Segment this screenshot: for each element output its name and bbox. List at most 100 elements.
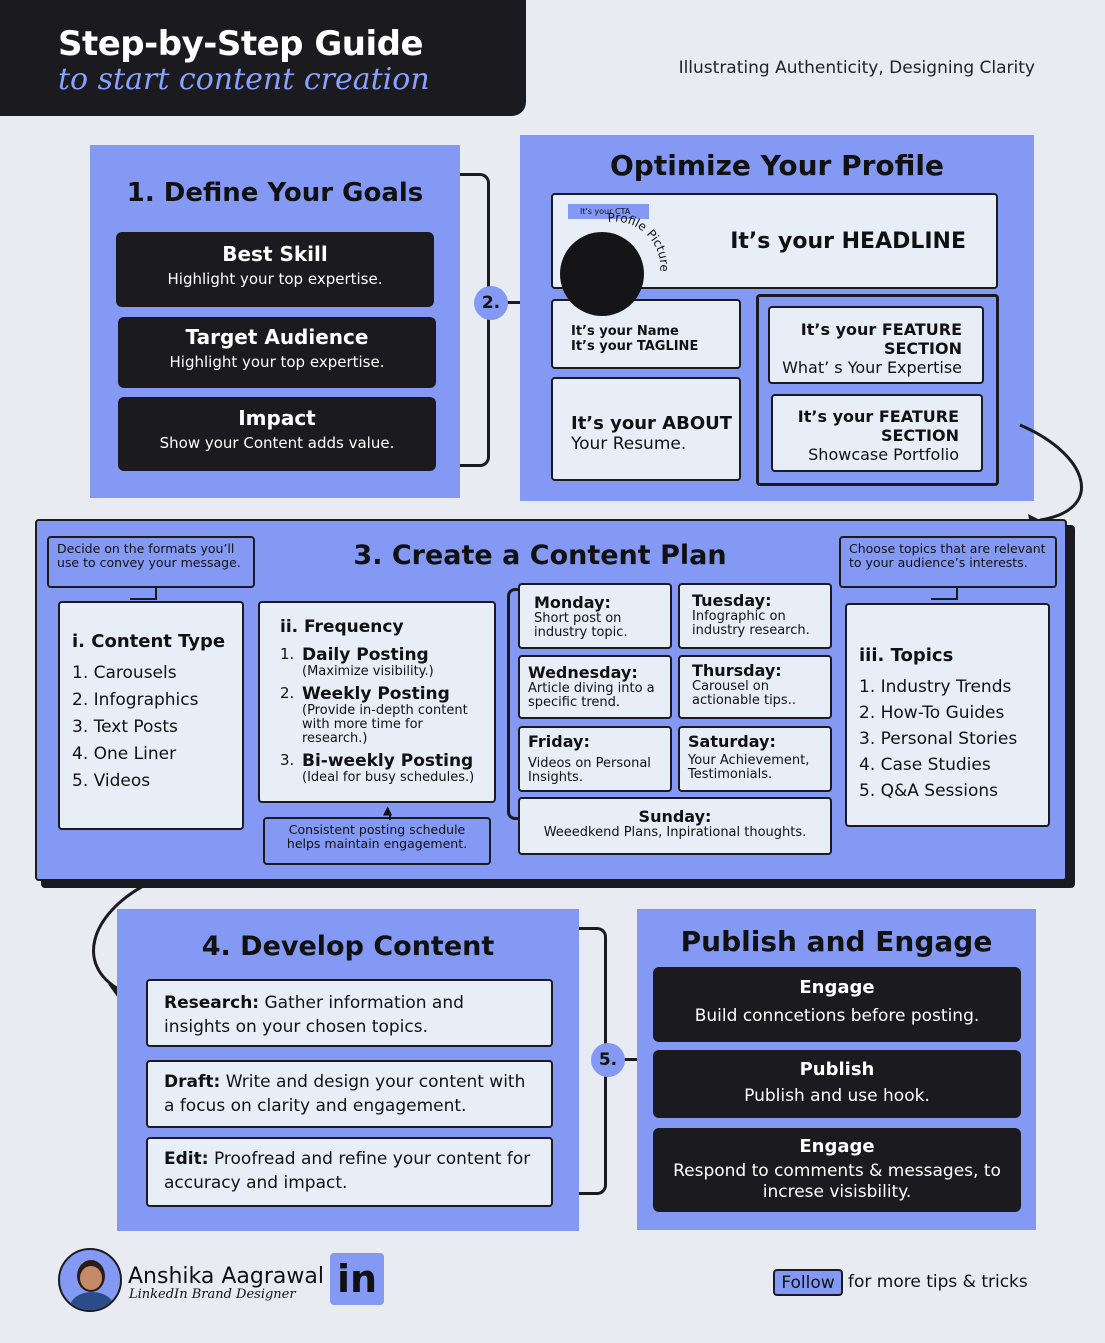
feature-section: SECTION (880, 426, 959, 445)
list-item: 1. Carousels (72, 663, 177, 683)
step-number: 5. (591, 1043, 625, 1077)
day-card-monday: Monday: Short post on industry topic. (518, 583, 672, 649)
about-text: It’s your ABOUT (571, 413, 733, 434)
plan-title: 3. Create a Content Plan (353, 540, 727, 571)
develop-step-text: Gather information and insights on your … (164, 993, 464, 1037)
day-title: Thursday: (692, 661, 782, 680)
list-item: 1. Industry Trends (859, 677, 1012, 697)
frequency-num: 3. (280, 751, 295, 769)
day-card-friday: Friday: Videos on Personal Insights. (518, 726, 672, 792)
profile-picture-label: Profile Picture (607, 212, 670, 272)
header-tagline: Illustrating Authenticity, Designing Cla… (678, 58, 1035, 78)
goal-card-target-audience: Target Audience Highlight your top exper… (118, 317, 436, 388)
list-item: 3. Personal Stories (859, 729, 1018, 749)
content-type-title: i. Content Type (72, 631, 226, 652)
avatar (58, 1248, 122, 1312)
frequency-num: 2. (280, 684, 295, 702)
frequency-item-desc: (Provide in-depth content with more time… (302, 703, 468, 746)
goal-card-desc: Highlight your top expertise. (167, 270, 383, 288)
list-item: 2. How-To Guides (859, 703, 1005, 723)
develop-step-text: Proofread and refine your content for ac… (164, 1149, 531, 1193)
goal-card-title: Target Audience (185, 325, 369, 349)
cta-badge: It's your CTA (568, 204, 649, 219)
topics-title: iii. Topics (859, 645, 954, 666)
frequency-item-title: Weekly Posting (302, 684, 450, 704)
author-role: LinkedIn Brand Designer (129, 1287, 296, 1302)
list-item: 5. Videos (72, 771, 151, 791)
publish-title: Publish and Engage (680, 925, 993, 958)
day-title: Tuesday: (692, 591, 772, 610)
frequency-item: 1. Daily Posting (Maximize visibility.) (280, 645, 494, 679)
page-title: Step-by-Step Guide (58, 24, 424, 64)
frequency-item: 3. Bi-weekly Posting (Ideal for busy sch… (280, 751, 494, 785)
day-text: Infographic on industry research. (692, 609, 810, 638)
day-card-saturday: Saturday: Your Achievement, Testimonials… (678, 726, 832, 792)
follow-text: for more tips & tricks (848, 1272, 1028, 1292)
day-title: Friday: (528, 732, 590, 751)
publish-card-desc: Build conncetions before posting. (694, 1006, 980, 1026)
feature-title: It’s your FEATURE (797, 407, 959, 426)
schedule-bracket (507, 588, 519, 820)
day-title: Monday: (534, 593, 611, 612)
featured-section-group (756, 294, 999, 486)
note-connector (130, 588, 157, 600)
frequency-box: ii. Frequency 1. Daily Posting (Maximize… (258, 601, 496, 803)
goal-card-title: Impact (238, 406, 316, 430)
goal-card-title: Best Skill (222, 242, 328, 266)
day-text: Article diving into a specific trend. (528, 681, 655, 710)
day-title: Wednesday: (528, 663, 638, 682)
tagline-text: It’s your TAGLINE (571, 339, 699, 354)
arrow-curve (1019, 423, 1083, 532)
goal-card-best-skill: Best Skill Highlight your top expertise. (116, 232, 434, 307)
publish-card-title: Publish (799, 1059, 875, 1080)
resume-text: Your Resume. (571, 434, 687, 454)
step-number: 2. (474, 286, 508, 320)
frequency-title: ii. Frequency (280, 617, 404, 637)
feature-section: SECTION (883, 339, 962, 358)
profile-about-box: It’s your ABOUT Your Resume. (551, 377, 741, 481)
day-text: Short post on industry topic. (534, 611, 628, 640)
page-subtitle: to start content creation (58, 62, 430, 97)
list-item: 4. Case Studies (859, 755, 991, 775)
publish-card-desc: Publish and use hook. (744, 1086, 930, 1106)
list-item: 2. Infographics (72, 690, 199, 710)
day-card-wednesday: Wednesday: Article diving into a specifi… (518, 655, 672, 719)
content-type-box: i. Content Type 1. Carousels 2. Infograp… (58, 601, 244, 830)
frequency-num: 1. (280, 645, 295, 663)
develop-step-text: Write and design your content with a foc… (164, 1072, 526, 1116)
develop-step-label: Edit: (164, 1149, 209, 1169)
publish-card-respond: Engage Respond to comments & messages, t… (653, 1128, 1021, 1212)
publish-card-title: Engage (799, 977, 875, 998)
list-item: 4. One Liner (72, 744, 177, 764)
list-item: 3. Text Posts (72, 717, 178, 737)
header-banner (0, 0, 526, 116)
day-card-tuesday: Tuesday: Infographic on industry researc… (678, 583, 832, 649)
develop-title: 4. Develop Content (201, 931, 495, 962)
frequency-item-title: Daily Posting (302, 645, 429, 665)
linkedin-icon[interactable]: in (330, 1253, 384, 1305)
list-item: 5. Q&A Sessions (859, 781, 999, 801)
day-text: Your Achievement, Testimonials. (688, 753, 810, 782)
develop-step-research: Research: Gather information and insight… (146, 979, 553, 1047)
goal-card-desc: Show your Content adds value. (159, 434, 395, 452)
author-name: Anshika Aagrawal (128, 1264, 324, 1289)
arrow-up-icon: ▲ (383, 803, 393, 817)
profile-picture-placeholder (560, 232, 644, 316)
follow-button[interactable]: Follow (773, 1269, 843, 1296)
feature-desc: What’ s Your Expertise (782, 358, 962, 377)
day-text: Carousel on actionable tips.. (692, 679, 796, 708)
feature-box-expertise: It’s your FEATURE SECTION What’ s Your E… (768, 306, 984, 384)
day-title: Sunday: (638, 807, 712, 826)
day-text: Videos on Personal Insights. (528, 756, 651, 785)
publish-card-desc: Respond to comments & messages, to incre… (673, 1161, 1001, 1202)
frequency-item: 2. Weekly Posting (Provide in-depth cont… (280, 684, 494, 746)
topics-note: Choose topics that are relevant to your … (839, 536, 1057, 588)
day-text: Weeedkend Plans, Inpirational thoughts. (543, 825, 807, 840)
develop-step-label: Draft: (164, 1072, 221, 1092)
headline-text: It’s your HEADLINE (730, 229, 966, 254)
publish-card-engage: Engage Build conncetions before posting. (653, 967, 1021, 1042)
day-title: Saturday: (688, 732, 776, 751)
topics-box: iii. Topics 1. Industry Trends 2. How-To… (845, 603, 1050, 827)
day-card-thursday: Thursday: Carousel on actionable tips.. (678, 655, 832, 719)
day-card-sunday: Sunday: Weeedkend Plans, Inpirational th… (518, 797, 832, 855)
